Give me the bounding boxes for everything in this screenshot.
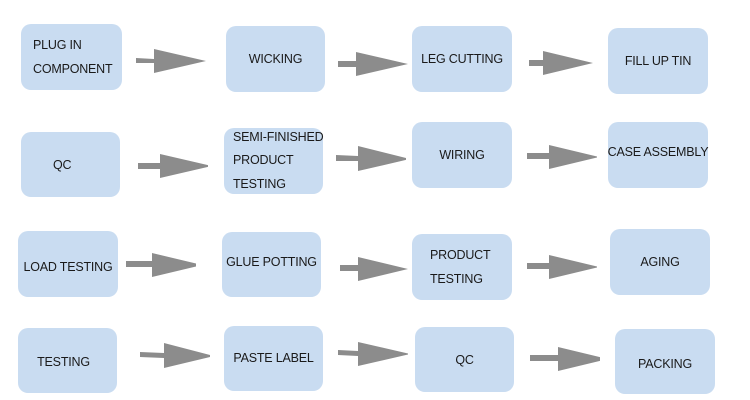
step-load-testing: LOAD TESTING [18, 231, 118, 297]
step-label: PASTE LABEL [233, 351, 314, 365]
step-label: GLUE POTTING [226, 255, 317, 269]
step-product-testing: PRODUCT TESTING [412, 234, 512, 300]
step-wiring: WIRING [412, 122, 512, 188]
step-label: FILL UP TIN [624, 54, 692, 68]
step-testing: TESTING [18, 328, 117, 393]
step-label: PACKING [638, 356, 692, 371]
step-label: WIRING [439, 148, 485, 162]
step-label: WICKING [248, 52, 303, 66]
step-aging: AGING [610, 229, 710, 295]
step-glue-potting: GLUE POTTING [222, 232, 321, 297]
step-plug-in-component: PLUG IN COMPONENT [21, 24, 122, 90]
step-label: PRODUCT [233, 153, 294, 167]
arrow-right-icon [338, 51, 408, 77]
step-label: AGING [640, 255, 680, 269]
step-paste-label: PASTE LABEL [224, 326, 323, 391]
step-qc-final: QC [415, 327, 514, 392]
step-label: CASE ASSEMBLY [607, 145, 709, 159]
arrow-right-icon [126, 252, 196, 278]
step-fill-up-tin: FILL UP TIN [608, 28, 708, 94]
arrow-right-icon [138, 153, 208, 179]
step-label: COMPONENT [33, 62, 113, 76]
step-label: TESTING [233, 177, 286, 191]
step-semi-finished-product-testing: SEMI-FINISHED PRODUCT TESTING [224, 128, 324, 194]
arrow-right-icon [136, 48, 206, 74]
step-label: SEMI-FINISHED [233, 130, 324, 144]
step-label: PLUG IN [33, 38, 82, 52]
arrow-right-icon [527, 254, 597, 280]
arrow-right-icon [529, 50, 599, 76]
step-label: QC [455, 352, 474, 367]
step-leg-cutting: LEG CUTTING [412, 26, 512, 92]
step-label: LOAD TESTING [23, 260, 113, 274]
step-wicking: WICKING [226, 26, 325, 92]
step-label: LEG CUTTING [421, 52, 503, 66]
step-label: QC [53, 157, 72, 172]
step-case-assembly: CASE ASSEMBLY [607, 122, 709, 188]
arrow-right-icon [140, 343, 210, 369]
step-packing: PACKING [615, 329, 715, 394]
step-label: PRODUCT [430, 248, 491, 262]
arrow-right-icon [336, 146, 406, 172]
arrow-right-icon [338, 341, 408, 367]
arrow-right-icon [527, 144, 597, 170]
step-label: TESTING [37, 354, 90, 369]
arrow-right-icon [530, 346, 600, 372]
arrow-right-icon [340, 256, 410, 282]
step-qc: QC [21, 132, 120, 197]
step-label: TESTING [430, 272, 483, 286]
